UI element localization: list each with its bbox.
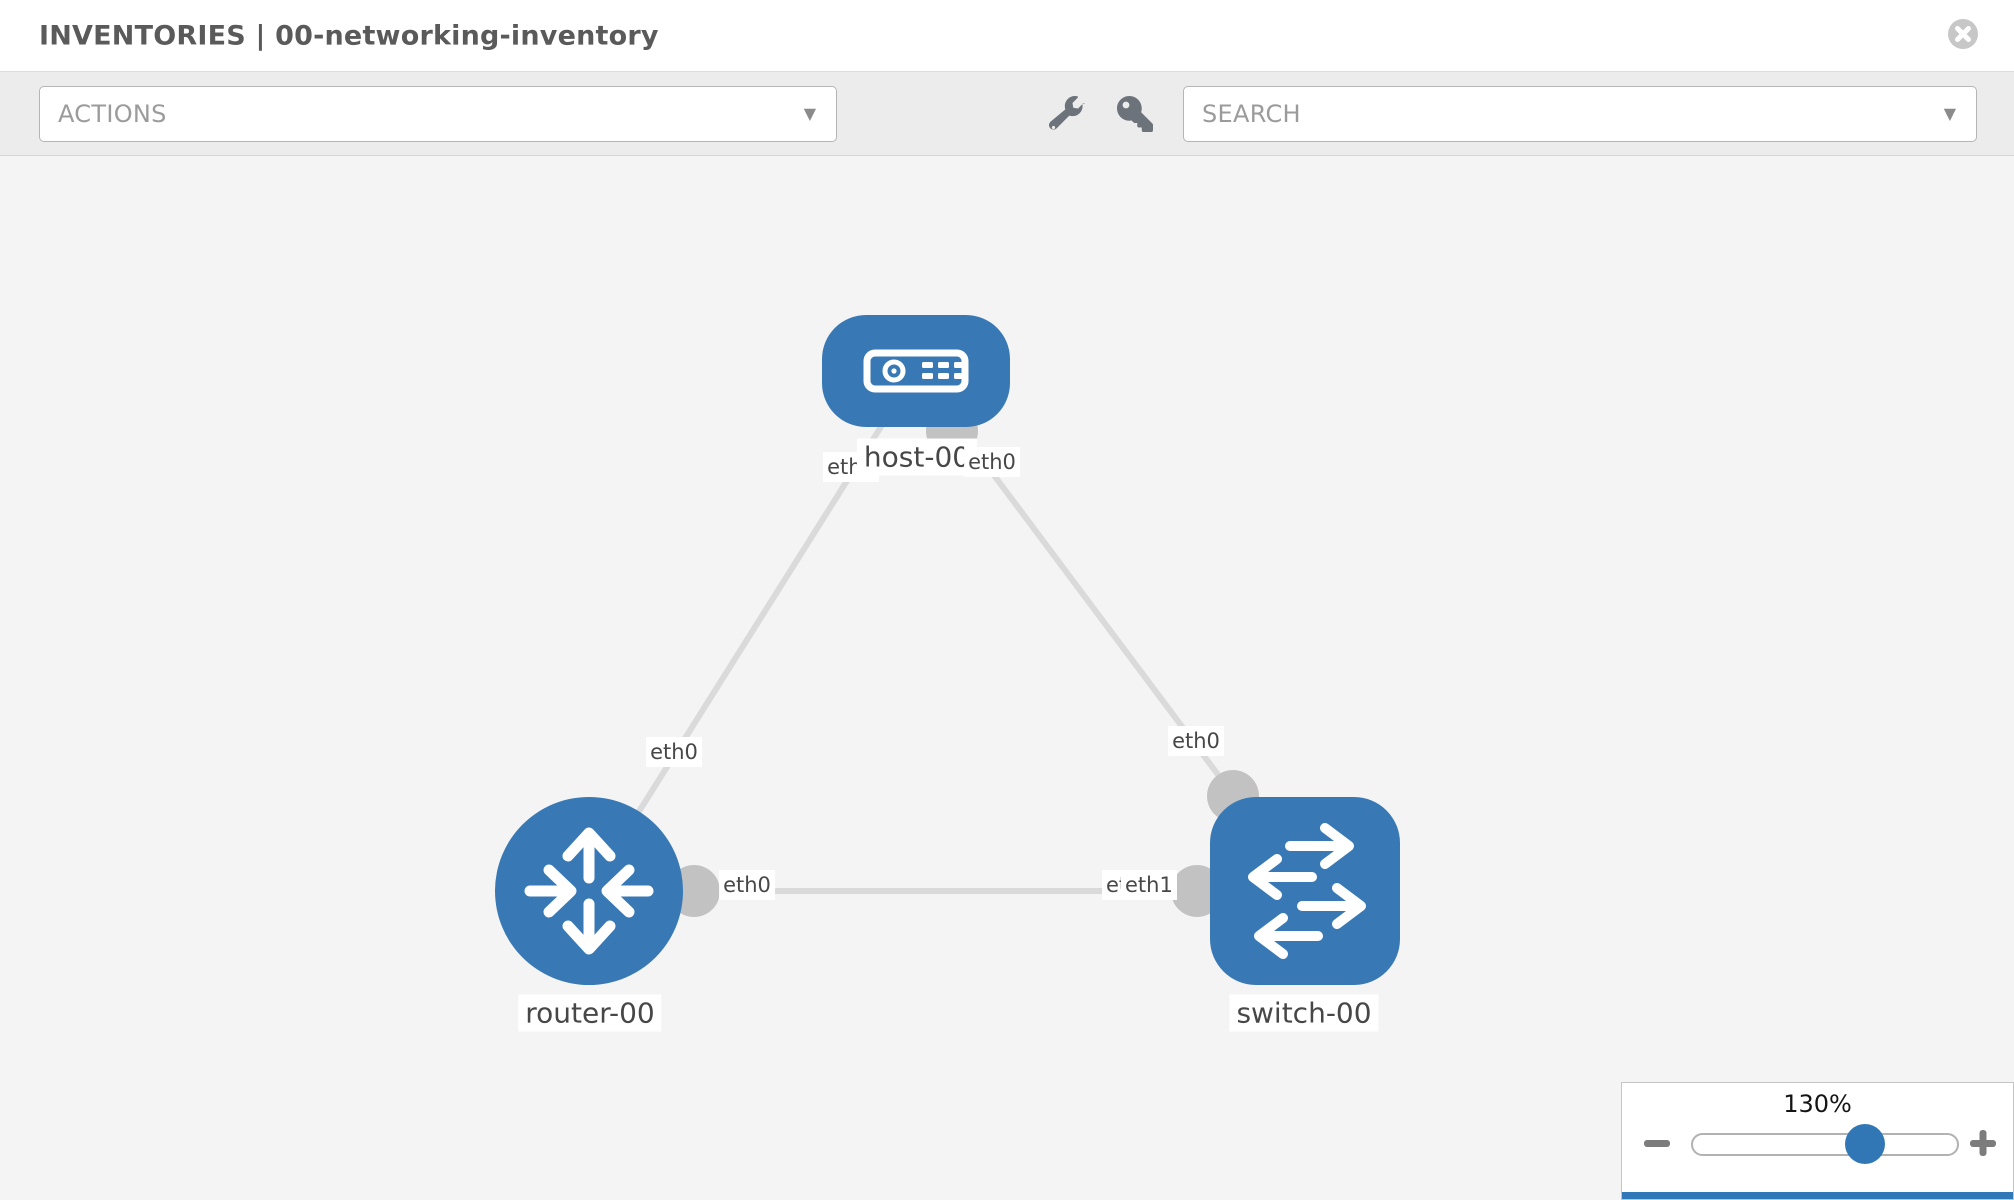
zoom-out-button[interactable] (1640, 1126, 1674, 1160)
key-icon (1117, 96, 1153, 132)
zoom-slider-thumb[interactable] (1845, 1124, 1885, 1164)
node-host-00[interactable] (822, 315, 1010, 427)
actions-dropdown-label: ACTIONS (58, 100, 167, 128)
router-arrows-icon (524, 827, 654, 955)
server-icon (863, 349, 969, 393)
search-dropdown[interactable]: SEARCH ▼ (1183, 86, 1977, 142)
node-label-router: router-00 (518, 994, 662, 1032)
node-switch-00[interactable] (1210, 797, 1400, 985)
interface-endpoints (668, 405, 1259, 917)
interface-label: eth0 (964, 447, 1020, 477)
chevron-down-icon: ▼ (1943, 104, 1956, 123)
switch-arrows-icon (1248, 823, 1366, 959)
topology-canvas[interactable] (0, 156, 2014, 1200)
wrench-icon (1048, 96, 1085, 130)
minus-icon (1644, 1140, 1670, 1147)
zoom-in-button[interactable] (1966, 1126, 2000, 1160)
page-title: INVENTORIES | 00-networking-inventory (39, 20, 659, 51)
breadcrumb-header: INVENTORIES | 00-networking-inventory (0, 0, 2014, 71)
interface-label: eth0 (646, 737, 702, 767)
actions-dropdown[interactable]: ACTIONS ▼ (39, 86, 837, 142)
node-router-00[interactable] (495, 797, 683, 985)
close-button[interactable] (1947, 18, 1979, 50)
node-label-switch: switch-00 (1229, 994, 1379, 1032)
interface-label: eth0 (719, 870, 775, 900)
node-label-host: host-00 (856, 438, 978, 476)
zoom-panel-footer-bar (1622, 1192, 2013, 1199)
plus-icon (1970, 1130, 1996, 1156)
close-icon (1948, 19, 1978, 49)
chevron-down-icon: ▼ (803, 104, 816, 123)
credentials-button[interactable] (1116, 96, 1154, 134)
interface-label: eth0 (1168, 726, 1224, 756)
zoom-control-panel: 130% (1621, 1082, 2014, 1200)
search-dropdown-label: SEARCH (1202, 100, 1301, 128)
interface-label: eth1 (1121, 870, 1177, 900)
zoom-slider-track[interactable] (1691, 1133, 1959, 1156)
zoom-level-value: 130% (1783, 1090, 1852, 1118)
configure-button[interactable] (1048, 96, 1086, 134)
toolbar: ACTIONS ▼ SEARCH ▼ (0, 71, 2014, 156)
